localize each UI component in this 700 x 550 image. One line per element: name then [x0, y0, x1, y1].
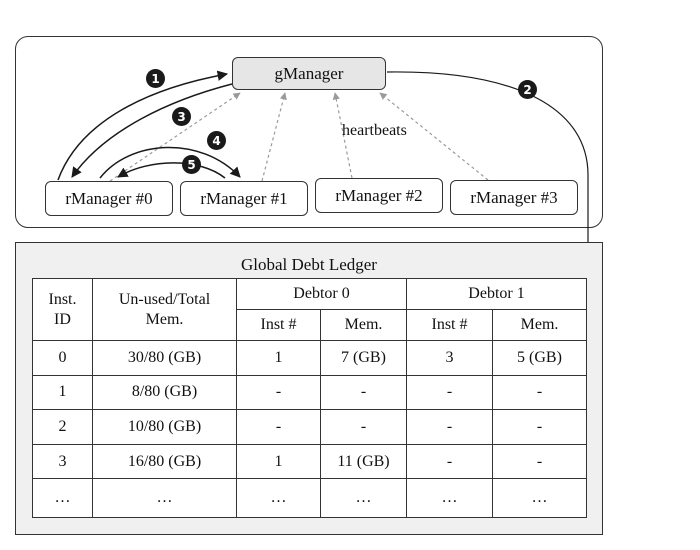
table-cell: -	[320, 374, 407, 411]
header-inst-id-line1: Inst.	[48, 290, 77, 308]
header-debtor1: Debtor 1	[406, 278, 587, 310]
header-debtor0-inst: Inst #	[236, 309, 321, 341]
table-cell: -	[406, 443, 493, 480]
step1-arrow	[57, 70, 229, 181]
table-cell: 10/80 (GB)	[92, 409, 237, 445]
table-cell: 2	[32, 409, 93, 445]
table-cell: -	[492, 443, 587, 480]
table-cell: -	[492, 374, 587, 411]
table-cell: 8/80 (GB)	[92, 374, 237, 411]
header-debtor1-inst: Inst #	[406, 309, 493, 341]
rmanager-1-node: rManager #1	[180, 181, 308, 216]
header-memory-line2: Mem.	[145, 310, 184, 328]
table-cell: 16/80 (GB)	[92, 443, 237, 480]
step5-arrow	[117, 162, 226, 179]
heartbeat-link-rm0	[109, 92, 241, 182]
table-row: 0 30/80 (GB) 1 7 (GB) 3 5 (GB)	[32, 340, 587, 376]
heartbeat-link-rm3	[379, 92, 489, 181]
step-3-badge: 3	[172, 107, 191, 126]
gmanager-node: gManager	[232, 57, 386, 90]
header-debtor0: Debtor 0	[236, 278, 407, 310]
table-row: 1 8/80 (GB) - - - -	[32, 374, 587, 411]
table-cell: 1	[236, 443, 321, 480]
table-cell: 30/80 (GB)	[92, 340, 237, 376]
table-cell: …	[92, 478, 237, 518]
rmanager-3-node: rManager #3	[450, 180, 578, 215]
table-cell: -	[406, 374, 493, 411]
heartbeat-link-rm2	[332, 92, 353, 179]
table-cell: -	[236, 374, 321, 411]
table-cell: 7 (GB)	[320, 340, 407, 376]
heartbeat-link-rm1	[261, 92, 287, 182]
debt-ledger-table: Inst. ID Un-used/Total Mem. Debtor 0 Deb…	[32, 278, 587, 518]
step-5-badge: 5	[182, 155, 201, 174]
table-row: … … … … … …	[32, 478, 587, 518]
rmanager-2-node: rManager #2	[315, 178, 443, 213]
table-row: 3 16/80 (GB) 1 11 (GB) - -	[32, 443, 587, 480]
table-cell: 3	[406, 340, 493, 376]
table-row: 2 10/80 (GB) - - - -	[32, 409, 587, 445]
table-cell: …	[492, 478, 587, 518]
table-cell: …	[236, 478, 321, 518]
header-inst-id: Inst. ID	[32, 278, 93, 341]
table-cell: 3	[32, 443, 93, 480]
table-cell: -	[492, 409, 587, 445]
header-debtor1-mem: Mem.	[492, 309, 587, 341]
step-4-badge: 4	[207, 131, 226, 150]
table-cell: -	[320, 409, 407, 445]
table-cell: 0	[32, 340, 93, 376]
step2-arrow	[386, 71, 593, 255]
header-memory: Un-used/Total Mem.	[92, 278, 237, 341]
header-inst-id-line2: ID	[54, 310, 71, 328]
step3-arrow	[71, 83, 233, 178]
heartbeats-label: heartbeats	[342, 122, 407, 139]
global-debt-ledger: Global Debt Ledger Inst. ID Un-used/Tota…	[15, 242, 603, 535]
table-cell: 1	[236, 340, 321, 376]
table-cell: 1	[32, 374, 93, 411]
header-debtor0-mem: Mem.	[320, 309, 407, 341]
step4-arrow	[99, 146, 241, 179]
header-memory-line1: Un-used/Total	[118, 290, 211, 308]
ledger-title: Global Debt Ledger	[241, 255, 377, 274]
step-1-badge: 1	[146, 69, 165, 88]
table-cell: -	[406, 409, 493, 445]
cluster-boundary	[15, 36, 603, 228]
table-cell: 11 (GB)	[320, 443, 407, 480]
step-2-badge: 2	[518, 80, 537, 99]
table-cell: 5 (GB)	[492, 340, 587, 376]
rmanager-0-node: rManager #0	[45, 181, 173, 216]
table-cell: …	[32, 478, 93, 518]
table-cell: -	[236, 409, 321, 445]
table-cell: …	[406, 478, 493, 518]
table-cell: …	[320, 478, 407, 518]
